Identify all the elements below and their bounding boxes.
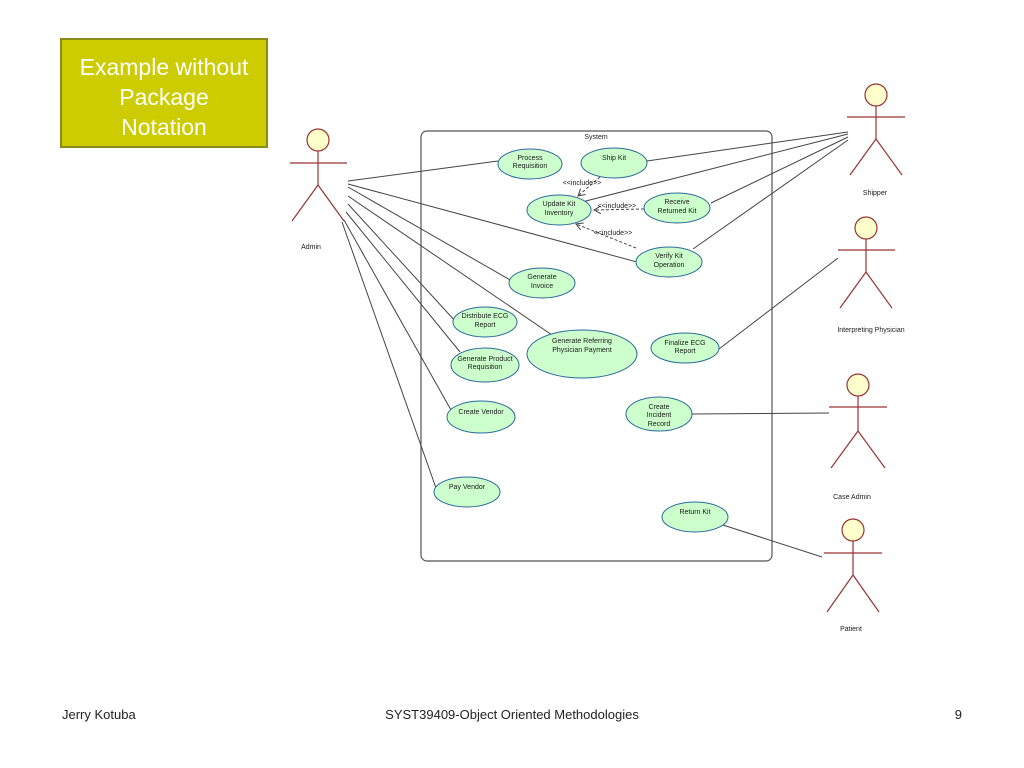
actor-label-shipper: Shipper [863,190,888,197]
use-case-label-line: Requisition [468,364,503,371]
use-case-label-line: Verify Kit [655,253,683,260]
system-boundary [420,130,773,562]
include-label-ship-kit: <<include>> [563,180,602,187]
association-line [343,219,452,411]
use-case-return-kit[interactable]: Return Kit [661,501,729,533]
actor-shipper[interactable] [847,83,905,176]
interpreting-physician-association [718,257,839,350]
use-case-label-line: Generate [527,274,556,281]
association-line [341,221,437,489]
use-case-generate-product-requisition[interactable]: Generate Product Requisition [450,347,520,383]
association-line [347,195,553,336]
use-case-verify-kit-operation[interactable]: Verify Kit Operation [635,246,703,278]
use-case-label-line: Inventory [545,210,574,217]
association-line [345,211,461,353]
association-line [692,139,849,250]
slide-title-line-1: Example without [79,54,249,80]
shipper-associations [577,131,849,250]
use-case-label-line: Generate Referring [552,338,612,345]
include-label-verify-kit-operation: <<include>> [594,230,633,237]
actor-label-case-admin: Case Admin [833,494,871,501]
use-case-pay-vendor[interactable]: Pay Vendor [433,476,501,508]
use-case-label-line: Pay Vendor [449,484,486,491]
use-case-label-line: Report [674,348,695,355]
association-line [347,183,638,263]
use-case-label-line: Requisition [513,163,548,170]
actor-patient[interactable] [824,518,882,613]
actor-case-admin[interactable] [829,373,887,469]
association-line [710,136,849,204]
use-case-label-line: Physician Payment [552,347,612,354]
footer-author: Jerry Kotuba [62,707,136,722]
use-case-process-requisition[interactable]: Process Requisition [497,148,563,180]
case-admin-association [691,412,830,415]
include-arrow-verify-kit-operation [576,224,637,249]
use-case-label-line: Create Vendor [458,409,504,416]
actor-head [846,373,870,397]
admin-associations [341,160,638,489]
use-case-label-line: Incident [647,412,672,419]
include-label-receive-returned-kit: <<include>> [598,203,637,210]
system-label: System [584,134,608,141]
use-case-label-line: Operation [654,262,685,269]
use-case-create-vendor[interactable]: Create Vendor [446,400,516,434]
use-case-label-line: Ship Kit [602,155,626,162]
actor-head [841,518,865,542]
use-case-distribute-ecg-report[interactable]: Distribute ECG Report [452,306,518,338]
use-case-label-line: Update Kit [543,201,576,208]
actor-head [306,128,330,152]
association-line [347,160,499,182]
actor-head [854,216,878,240]
use-case-update-kit-inventory[interactable]: Update Kit Inventory [526,194,592,226]
actor-label-admin: Admin [301,244,321,251]
slide-title-box: Example without Package Notation [60,38,268,148]
use-case-label-line: Invoice [531,283,553,290]
association-line [347,186,513,282]
association-line [646,131,849,162]
actor-head [864,83,888,107]
actor-label-patient: Patient [840,626,862,633]
actor-interpreting-physician[interactable] [838,216,895,309]
patient-association [722,524,823,558]
actor-label-interpreting-physician: Interpreting Physician [837,327,904,334]
use-case-label-line: Process [517,155,543,162]
use-case-label-line: Generate Product [457,356,512,363]
include-arrow-receive-returned-kit [594,209,645,210]
slide-title-line-3: Notation [121,114,207,140]
use-case-label-line: Receive [664,199,689,206]
use-case-label-line: Finalize ECG [664,340,705,347]
association-line [347,203,457,323]
use-case-generate-invoice[interactable]: Generate Invoice [508,267,576,299]
footer-page-number: 9 [954,707,962,722]
footer-course: SYST39409-Object Oriented Methodologies [385,707,639,722]
use-case-generate-referring-physician-payment[interactable]: Generate Referring Physician Payment [526,329,638,379]
use-case-receive-returned-kit[interactable]: Receive Returned Kit [643,192,711,224]
slide-title-line-2: Package [119,84,209,110]
use-case-label-line: Report [474,322,495,329]
use-case-label-line: Create [648,404,669,411]
use-case-ship-kit[interactable]: Ship Kit [580,147,648,179]
use-case-label-line: Distribute ECG [462,313,509,320]
use-case-label-line: Returned Kit [658,208,697,215]
use-case-label-line: Record [648,421,671,428]
use-case-label-line: Return Kit [679,509,710,516]
use-case-finalize-ecg-report[interactable]: Finalize ECG Report [650,332,720,364]
actor-admin[interactable] [290,128,347,222]
use-case-create-incident-record[interactable]: Create Incident Record [625,396,693,432]
association-line [577,133,849,204]
